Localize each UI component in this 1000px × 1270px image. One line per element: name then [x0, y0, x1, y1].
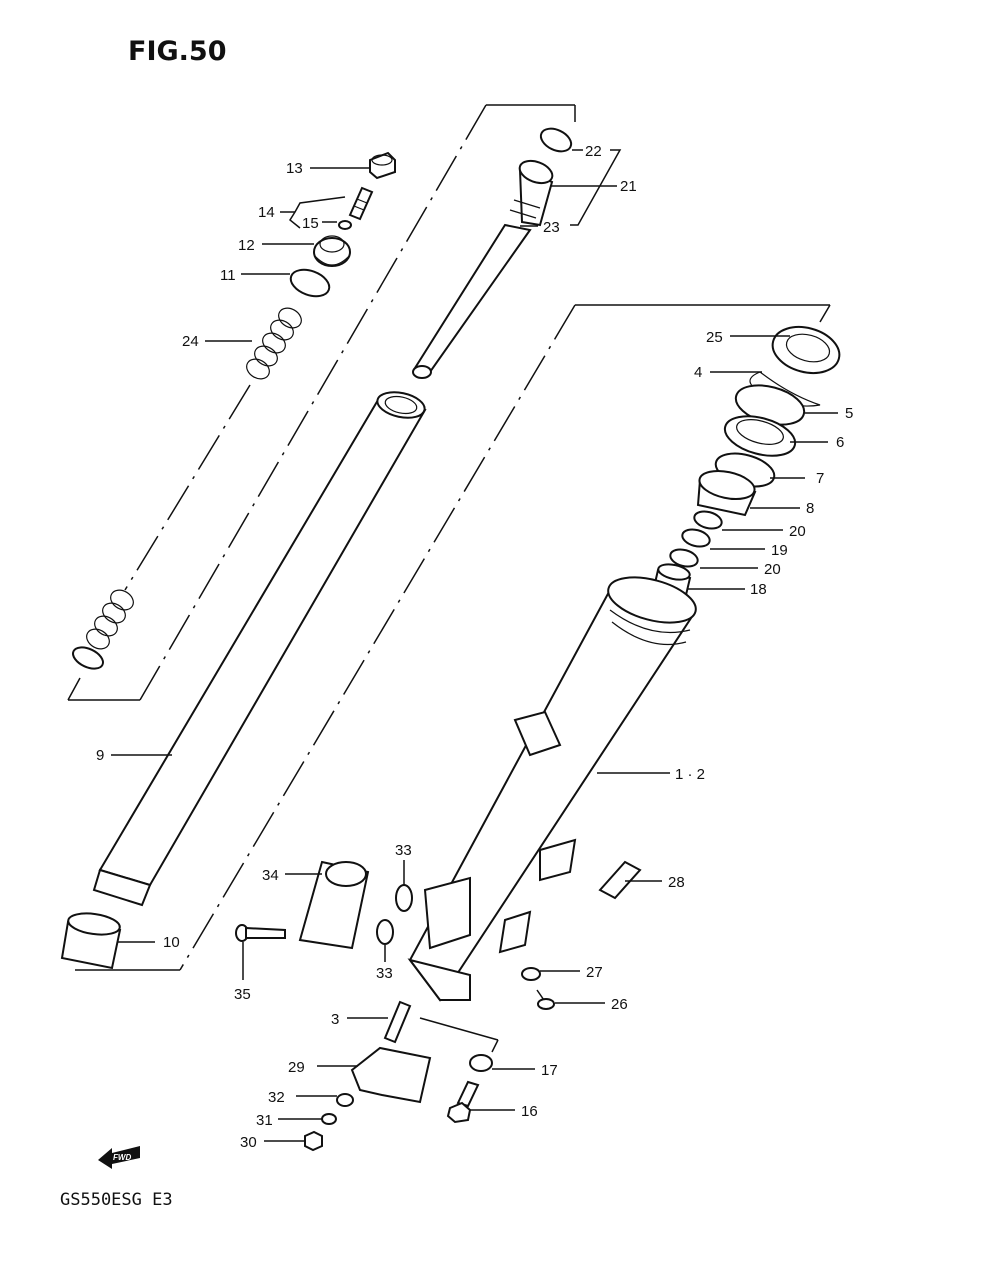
part-13-cap-bolt: [369, 151, 396, 180]
callout-7: 7: [816, 470, 824, 487]
part-20-washer-lower: [669, 548, 699, 568]
callout-4: 4: [694, 364, 702, 381]
part-20-washer-upper: [693, 510, 723, 530]
callout-26: 26: [611, 996, 628, 1013]
part-25-dust-seal: [771, 325, 841, 375]
callout-33-upper: 33: [395, 842, 412, 859]
part-12-fork-cap: [313, 235, 351, 267]
callout-14: 14: [258, 204, 275, 221]
part-32-washer: [336, 1093, 354, 1107]
part-33-o-ring-upper: [395, 884, 413, 912]
part-27-washer: [521, 967, 541, 981]
callout-29: 29: [288, 1059, 305, 1076]
part-11-o-ring: [289, 268, 331, 298]
callout-16: 16: [521, 1103, 538, 1120]
callout-28: 28: [668, 874, 685, 891]
part-24-fork-spring: [72, 307, 302, 670]
callout-19: 19: [771, 542, 788, 559]
callout-9: 9: [96, 747, 104, 764]
callout-32: 32: [268, 1089, 285, 1106]
part-14-air-valve: [348, 186, 374, 221]
svg-text:FWD: FWD: [113, 1153, 131, 1162]
callout-25: 25: [706, 329, 723, 346]
part-6-seal-retainer: [723, 415, 797, 457]
callout-11: 11: [220, 267, 236, 284]
part-28-label: [598, 860, 642, 900]
callout-13: 13: [286, 160, 303, 177]
part-16-bolt: [446, 1080, 480, 1124]
callout-31: 31: [256, 1112, 273, 1129]
callout-34: 34: [262, 867, 279, 884]
callout-6: 6: [836, 434, 844, 451]
part-29-axle-holder: [350, 1046, 432, 1104]
callout-24: 24: [182, 333, 199, 350]
callout-35: 35: [234, 986, 251, 1003]
group-bracket-spring-assembly: [67, 104, 576, 701]
fwd-arrow-icon: FWD: [98, 1146, 140, 1169]
part-1-2-outer-tube: [407, 576, 697, 1002]
callout-17: 17: [541, 1062, 558, 1079]
part-15-o-ring: [338, 220, 352, 230]
callout-10: 10: [163, 934, 180, 951]
part-21-damper-rod: [412, 159, 554, 379]
group-bracket-bolt-cap: [419, 1017, 499, 1053]
part-19-ring: [681, 528, 711, 548]
part-30-nut: [304, 1130, 323, 1152]
callout-15: 15: [302, 215, 319, 232]
part-35-bolt: [235, 924, 286, 942]
callout-27: 27: [586, 964, 603, 981]
callout-20-upper: 20: [789, 523, 806, 540]
callout-3: 3: [331, 1011, 339, 1028]
part-3-stud-bolt: [383, 1000, 412, 1044]
part-31-spring-washer: [321, 1113, 337, 1125]
callout-20-lower: 20: [764, 561, 781, 578]
part-9-inner-tube: [92, 391, 427, 907]
callout-labels: 13 14 15 12 11 24 9 10 22 21 23 25 4 5 6…: [96, 143, 853, 1151]
callout-22: 22: [585, 143, 602, 160]
callout-30: 30: [240, 1134, 257, 1151]
callout-8: 8: [806, 500, 814, 517]
callout-12: 12: [238, 237, 255, 254]
part-8-slide-bush: [696, 470, 757, 517]
group-bracket-outer-tube-assembly: [75, 304, 831, 971]
callout-21: 21: [620, 178, 637, 195]
part-10-guide-bush: [60, 912, 122, 970]
callout-23: 23: [543, 219, 560, 236]
part-34-joint-block: [298, 860, 370, 950]
part-26-screw: [536, 989, 555, 1010]
callout-18: 18: [750, 581, 767, 598]
figure-title: FIG.50: [128, 36, 226, 67]
model-code: GS550ESG E3: [60, 1190, 173, 1210]
callout-5: 5: [845, 405, 853, 422]
part-17-washer: [469, 1054, 493, 1072]
callout-33-lower: 33: [376, 965, 393, 982]
leader-lines: [111, 149, 838, 1142]
callout-1-2: 1 · 2: [675, 766, 705, 783]
part-33-o-ring-lower: [376, 919, 394, 945]
part-22-ring: [539, 127, 573, 153]
